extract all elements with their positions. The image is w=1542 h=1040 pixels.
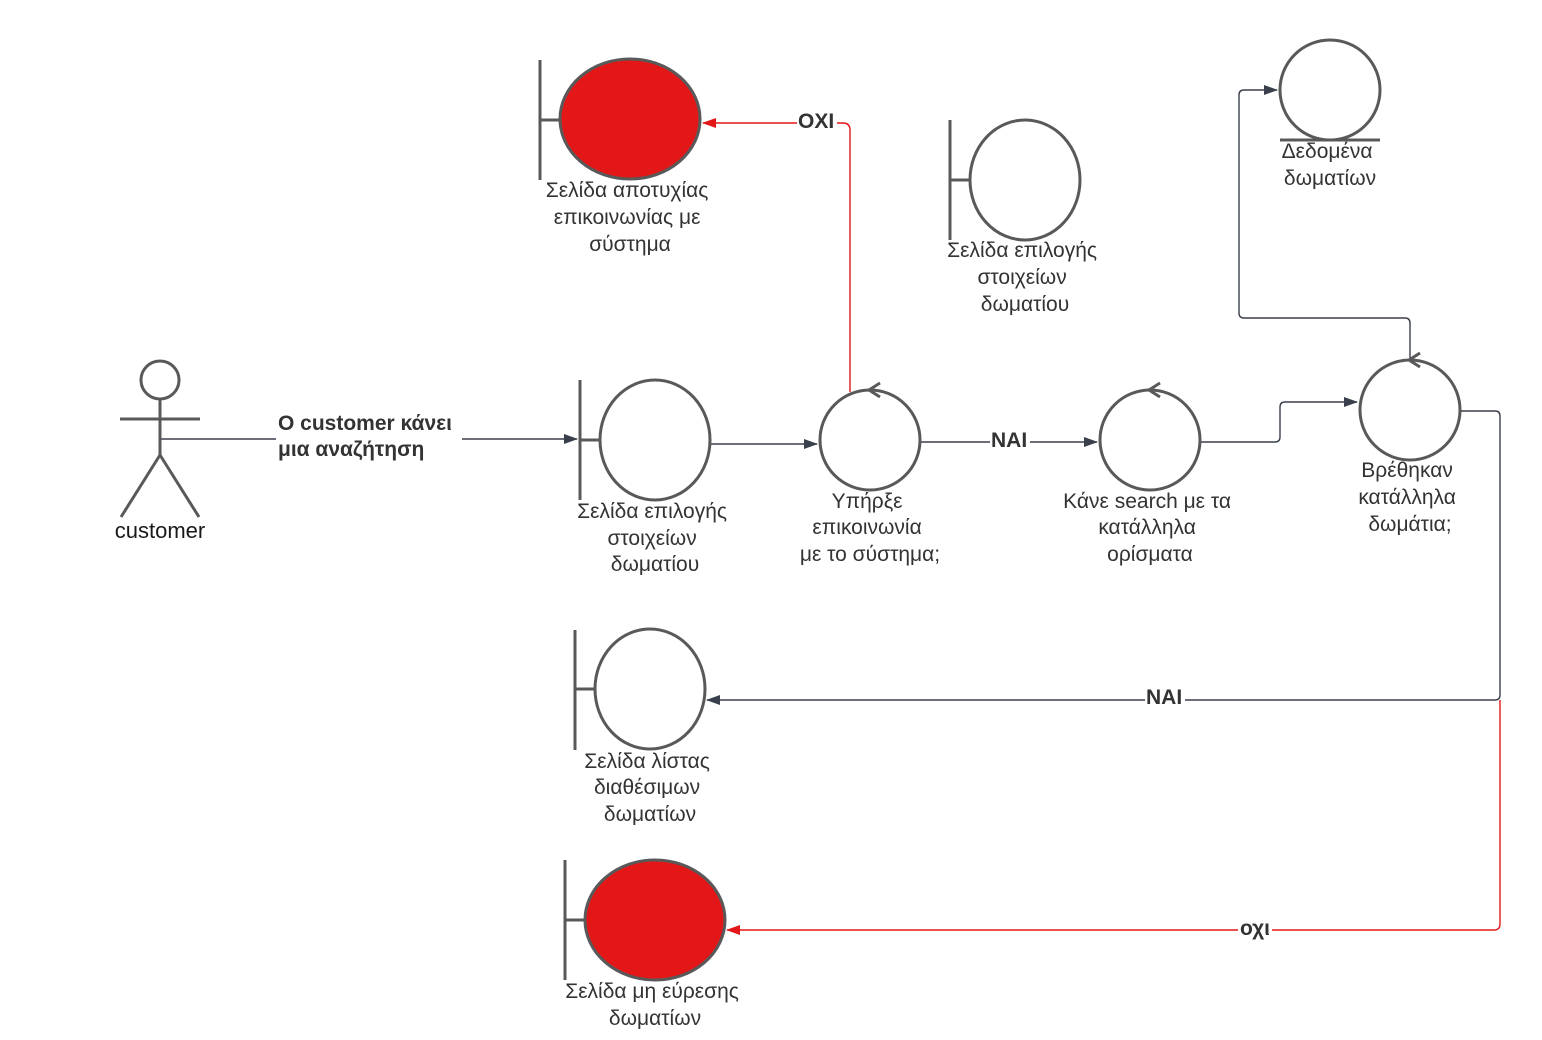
edge-check-no <box>702 118 851 392</box>
boundary-available-rooms-page[interactable]: Σελίδα λίστας διαθέσιμων δωματίων <box>573 627 716 826</box>
node-label: Σελίδα αποτυχίας επικοινωνίας με σύστημα <box>546 179 714 256</box>
control-search[interactable]: Κάνε search με τα κατάλληλα ορίσματα <box>1063 381 1237 566</box>
edge-label-check-yes: ΝΑΙ <box>990 429 1030 455</box>
node-label: Σελίδα λίστας διαθέσιμων δωματίων <box>584 750 715 826</box>
edge-found-to-data <box>1238 85 1411 360</box>
boundary-room-details-page-top[interactable]: Σελίδα επιλογής στοιχείων δωματίου <box>947 118 1103 316</box>
node-label: Υπήρξε επικοινωνία με το σύστημα; <box>800 490 940 566</box>
edge-found-yes <box>706 410 1501 705</box>
control-comm-check[interactable]: Υπήρξε επικοινωνία με το σύστημα; <box>800 381 940 566</box>
edge-label-actor-line-1: Ο customer κάνει <box>278 412 452 435</box>
svg-text:ΝΑΙ: ΝΑΙ <box>1146 686 1182 709</box>
node-label: Βρέθηκαν κατάλληλα δωμάτια; <box>1358 459 1461 536</box>
edge-found-no <box>726 700 1501 935</box>
edge-label-check-no: ΟΧΙ <box>797 110 837 136</box>
customer-actor[interactable]: customer <box>115 359 205 543</box>
entity-room-data[interactable]: Δεδομένα δωματίων <box>1278 38 1382 190</box>
svg-text:ΝΑΙ: ΝΑΙ <box>991 429 1027 452</box>
svg-text:ΟΧΙ: ΟΧΙ <box>798 110 834 133</box>
edge-label-found-no: οχι <box>1238 917 1272 943</box>
edge-label-actor: Ο customer κάνει μια αναζήτηση <box>276 409 462 465</box>
node-label: Σελίδα μη εύρεσης δωματίων <box>565 980 745 1030</box>
node-label: Δεδομένα δωματίων <box>1282 140 1379 190</box>
edge-label-found-yes: ΝΑΙ <box>1145 686 1185 712</box>
boundary-not-found-page[interactable]: Σελίδα μη εύρεσης δωματίων <box>563 858 745 1030</box>
customer-actor-label: customer <box>115 518 205 543</box>
edge-label-actor-line-2: μια αναζήτηση <box>278 438 424 461</box>
svg-text:οχι: οχι <box>1240 917 1270 940</box>
node-label: Κάνε search με τα κατάλληλα ορίσματα <box>1063 490 1237 566</box>
node-label: Σελίδα επιλογής στοιχείων δωματίου <box>577 500 733 576</box>
boundary-room-details-page[interactable]: Σελίδα επιλογής στοιχείων δωματίου <box>577 378 733 576</box>
control-rooms-found[interactable]: Βρέθηκαν κατάλληλα δωμάτια; <box>1358 351 1462 536</box>
boundary-failure-comm-page[interactable]: Σελίδα αποτυχίας επικοινωνίας με σύστημα <box>538 57 714 256</box>
node-label: Σελίδα επιλογής στοιχείων δωματίου <box>947 239 1103 316</box>
edge-search-to-found <box>1200 397 1358 443</box>
